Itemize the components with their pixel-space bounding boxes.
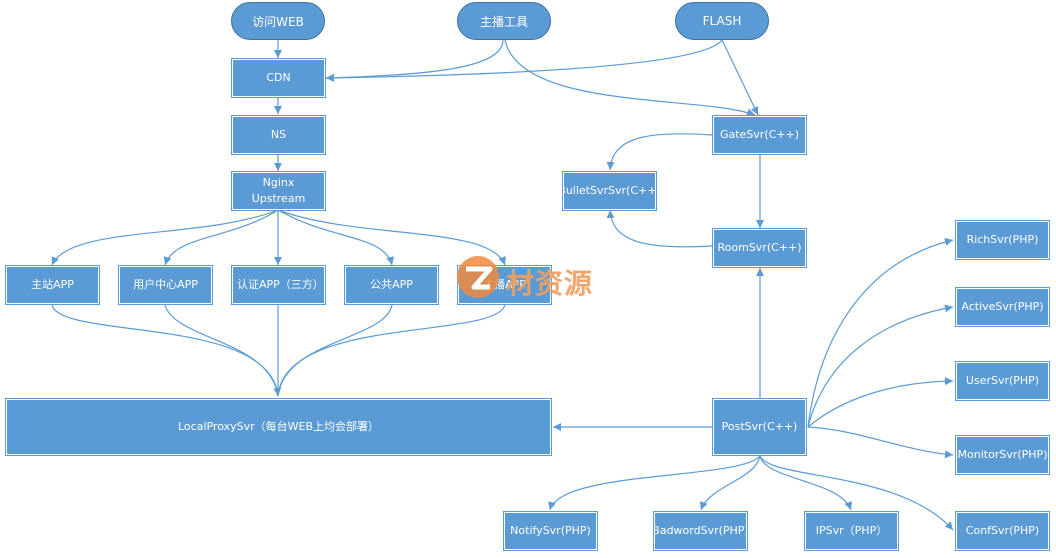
post-svr-node: PostSvr(C++) bbox=[712, 398, 807, 456]
local-proxy-node: LocalProxySvr（每台WEB上均会部署） bbox=[5, 398, 552, 456]
active-svr-node: ActiveSvr(PHP) bbox=[955, 287, 1050, 327]
edge-flash-gate bbox=[721, 39, 759, 116]
edge-post-badword bbox=[699, 455, 761, 511]
gate-svr-node: GateSvr(C++) bbox=[712, 115, 807, 155]
edge-host-proxy bbox=[277, 304, 506, 397]
notify-svr-node: NotifySvr(PHP) bbox=[503, 511, 598, 551]
flash-node: FLASH bbox=[675, 2, 769, 40]
rich-svr-node: RichSvr(PHP) bbox=[955, 220, 1050, 260]
edge-usercenter-proxy bbox=[164, 304, 279, 397]
edge-post-user bbox=[807, 377, 954, 428]
user-svr-node: UserSvr(PHP) bbox=[955, 361, 1050, 401]
monitor-svr-node: MonitorSvr(PHP) bbox=[955, 435, 1050, 475]
edge-post-conf bbox=[759, 455, 954, 531]
edge-flash-cdn bbox=[325, 39, 723, 82]
edge-public-proxy bbox=[277, 304, 393, 397]
edge-nginx-main bbox=[51, 209, 279, 266]
edge-nginx-usercenter bbox=[163, 209, 279, 266]
main-app-node: 主站APP bbox=[5, 265, 100, 305]
conf-svr-node: ConfSvr(PHP) bbox=[955, 511, 1050, 551]
room-svr-node: RoomSvr(C++) bbox=[712, 228, 807, 268]
edge-post-notify bbox=[548, 455, 761, 511]
auth-app-node: 认证APP（三方） bbox=[231, 265, 326, 305]
user-center-app-node: 用户中心APP bbox=[118, 265, 213, 305]
ip-svr-node: IPSvr（PHP） bbox=[804, 511, 899, 551]
public-app-node: 公共APP bbox=[344, 265, 439, 305]
watermark-logo-icon bbox=[457, 256, 499, 298]
nginx-upstream-node: Nginx Upstream bbox=[231, 171, 326, 211]
visit-web-node: 访问WEB bbox=[231, 2, 325, 40]
edge-room-bullet bbox=[606, 209, 713, 248]
edge-post-monitor bbox=[807, 426, 954, 459]
edge-nginx-public bbox=[277, 209, 395, 266]
edge-nginx-host bbox=[277, 209, 506, 266]
edge-post-ip bbox=[759, 455, 852, 511]
edge-main-proxy bbox=[51, 304, 282, 397]
edge-gate-bullet bbox=[606, 133, 713, 171]
cdn-node: CDN bbox=[231, 58, 326, 98]
watermark-text: 材资源 bbox=[506, 267, 594, 300]
edge-post-rich bbox=[807, 237, 954, 428]
edge-tool-gate bbox=[504, 39, 756, 117]
ns-node: NS bbox=[231, 115, 326, 155]
host-tool-node: 主播工具 bbox=[457, 2, 551, 40]
edge-tool-cdn bbox=[325, 39, 504, 82]
badword-svr-node: BadwordSvr(PHP) bbox=[652, 511, 749, 551]
edge-post-active bbox=[807, 304, 954, 428]
bullet-svr-node: BulletSvrSvr(C++) bbox=[558, 171, 661, 211]
